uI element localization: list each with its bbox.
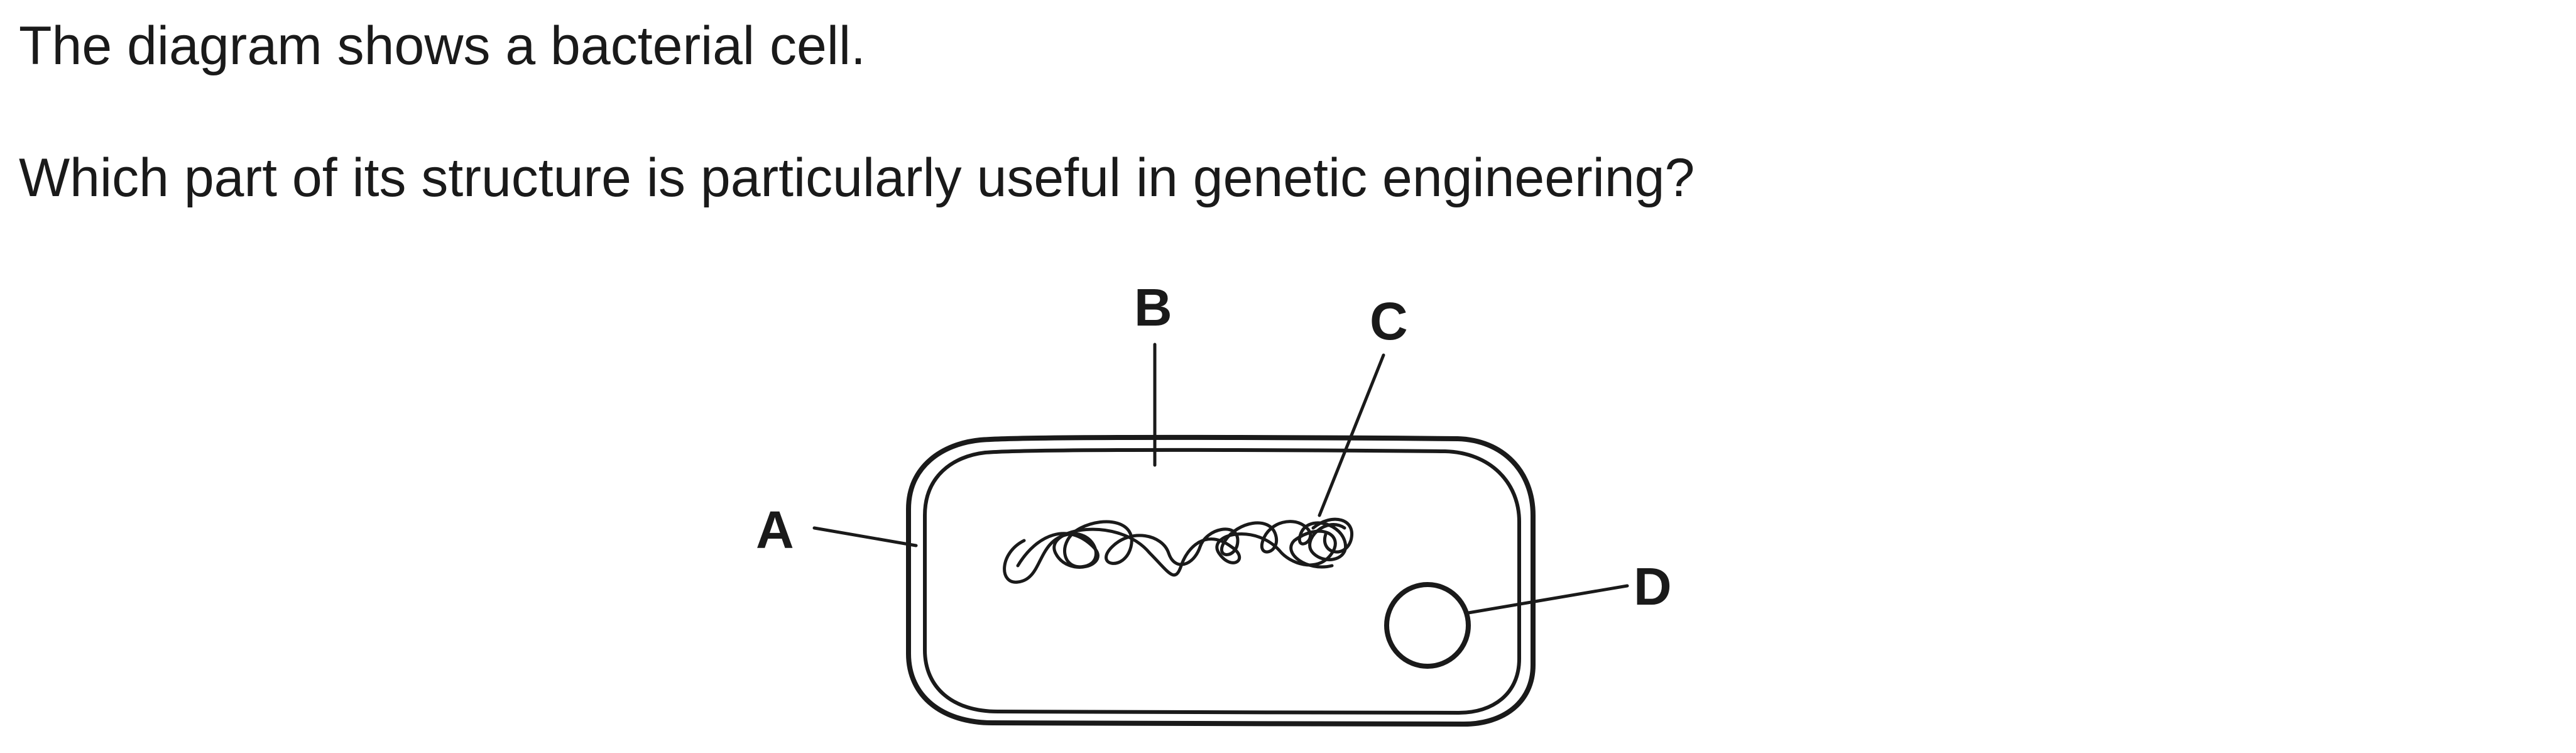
question-intro: The diagram shows a bacterial cell. [19, 16, 866, 76]
leader-line-c [1318, 353, 1385, 517]
label-d: D [1634, 557, 1672, 616]
question-prompt: Which part of its structure is particula… [19, 148, 1695, 208]
cell-wall-outer [906, 434, 1536, 727]
label-b: B [1134, 278, 1172, 337]
cell-membrane-inner [923, 448, 1521, 715]
chromosomal-dna-loop [1311, 517, 1354, 554]
label-c: C [1370, 292, 1408, 351]
leader-line-d [1466, 584, 1629, 615]
plasmid [1384, 582, 1471, 669]
label-a: A [756, 500, 794, 559]
chromosomal-dna-strand [1016, 527, 1337, 577]
leader-line-a [812, 526, 918, 547]
